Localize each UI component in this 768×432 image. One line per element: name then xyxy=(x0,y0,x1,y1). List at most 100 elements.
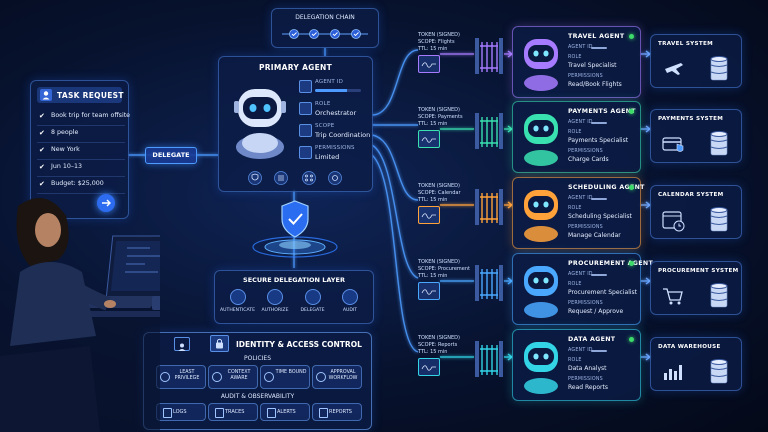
task-item-text: Book trip for team offsite xyxy=(51,112,131,119)
database-icon xyxy=(709,358,729,386)
field-icon xyxy=(299,80,312,93)
agent-name: TRAVEL AGENT xyxy=(568,33,625,40)
secure-step: AUTHENTICATE xyxy=(219,287,256,321)
system-card[interactable]: DATA WAREHOUSE xyxy=(650,337,742,391)
agent-id-bar xyxy=(591,198,607,200)
alert-icon xyxy=(267,408,276,418)
permissions-label: PERMISSIONS xyxy=(568,149,603,154)
role-label: ROLE xyxy=(568,358,582,363)
permissions-label: PERMISSIONS xyxy=(568,74,603,79)
token-ttl: TTL: 15 min xyxy=(418,349,448,355)
security-gate-icon xyxy=(474,111,504,151)
audit-4[interactable]: REPORTS xyxy=(312,403,362,421)
primary-agent-toolbar xyxy=(219,169,372,187)
audit-3[interactable]: ALERTS xyxy=(260,403,310,421)
permissions-value: Request / Approve xyxy=(568,308,624,315)
delegate-button[interactable]: DELEGATE xyxy=(145,147,197,164)
iac-title: IDENTITY & ACCESS CONTROL xyxy=(236,340,362,349)
agent-id-label: AGENT ID xyxy=(568,196,593,201)
secure-step: AUTHORIZE xyxy=(257,287,294,321)
signature-icon xyxy=(418,358,440,376)
agent-robot-icon xyxy=(517,260,565,318)
approval-icon xyxy=(316,372,326,382)
policies-title: POLICIES xyxy=(243,355,271,362)
token-title: TOKEN (SIGNED) xyxy=(418,335,460,341)
agent-id-label: AGENT ID xyxy=(568,348,593,353)
status-online-dot xyxy=(629,34,634,39)
permissions-value: Read Reports xyxy=(568,384,608,391)
role-label: ROLE xyxy=(568,282,582,287)
system-card[interactable]: CALENDAR SYSTEM xyxy=(650,185,742,239)
policy-4[interactable]: APPROVAL WORKFLOW xyxy=(312,365,362,389)
system-name: PAYMENTS SYSTEM xyxy=(658,116,724,122)
secure-step-label: AUTHORIZE xyxy=(261,308,289,313)
task-item: ✔New York xyxy=(37,143,125,160)
field-icon xyxy=(299,102,312,115)
token-scope: SCOPE: Payments xyxy=(418,114,463,120)
security-gate-icon xyxy=(474,263,504,303)
check-icon: ✔ xyxy=(39,129,45,137)
policy-1[interactable]: LEAST PRIVILEGE xyxy=(156,365,206,389)
audit-2[interactable]: TRACES xyxy=(208,403,258,421)
task-item-text: Jun 10–13 xyxy=(51,163,83,170)
field-label: ROLE xyxy=(315,101,331,107)
lock-icon xyxy=(267,289,283,305)
signature-icon xyxy=(418,130,440,148)
database-icon xyxy=(709,206,729,234)
line-primary-to-procurement xyxy=(371,144,419,279)
agent-name: DATA AGENT xyxy=(568,336,616,343)
agent-id-bar xyxy=(591,350,607,352)
agent-name: PROCUREMENT AGENT xyxy=(568,260,654,267)
signature-icon xyxy=(418,55,440,73)
agent-id-bar xyxy=(315,89,361,92)
permissions-label: PERMISSIONS xyxy=(568,225,603,230)
line-primary-to-travel xyxy=(371,49,419,116)
network-icon xyxy=(304,289,321,305)
system-card[interactable]: PROCUREMENT SYSTEM xyxy=(650,261,742,315)
token-scope: SCOPE: Procurement xyxy=(418,266,470,272)
audit-label: LOGS xyxy=(173,409,187,415)
policy-label: LEAST PRIVILEGE xyxy=(174,370,200,381)
user-icon xyxy=(40,89,52,101)
submit-arrow-button[interactable] xyxy=(97,194,115,212)
secure-step: AUDIT xyxy=(332,287,369,321)
policy-2[interactable]: CONTEXT AWARE xyxy=(208,365,258,389)
field-value: Orchestrator xyxy=(315,109,357,117)
agent-id-label: AGENT ID xyxy=(568,120,593,125)
person-at-laptop-illustration xyxy=(0,198,160,432)
policy-label: APPROVAL WORKFLOW xyxy=(328,370,358,381)
system-icon xyxy=(661,208,685,232)
audit-1[interactable]: LOGS xyxy=(156,403,206,421)
agent-name: PAYMENTS AGENT xyxy=(568,108,636,115)
system-icon xyxy=(661,284,685,308)
task-item-text: Budget: $25,000 xyxy=(51,180,104,187)
settings-button xyxy=(328,171,342,185)
token-ttl: TTL: 15 min xyxy=(418,273,448,279)
policy-3[interactable]: TIME BOUND xyxy=(260,365,310,389)
primary-field: AGENT ID xyxy=(299,78,365,100)
secure-step-label: AUTHENTICATE xyxy=(220,308,255,313)
token-scope: SCOPE: Calendar xyxy=(418,190,461,196)
primary-agent-title: PRIMARY AGENT xyxy=(258,63,333,72)
reports-icon xyxy=(319,408,328,418)
agent-id-label: AGENT ID xyxy=(568,45,593,50)
clock-icon xyxy=(264,372,274,382)
role-label: ROLE xyxy=(568,206,582,211)
permissions-label: PERMISSIONS xyxy=(568,377,603,382)
field-icon xyxy=(299,124,312,137)
system-card[interactable]: PAYMENTS SYSTEM xyxy=(650,109,742,163)
security-gate-icon xyxy=(474,339,504,379)
system-card[interactable]: TRAVEL SYSTEM xyxy=(650,34,742,88)
